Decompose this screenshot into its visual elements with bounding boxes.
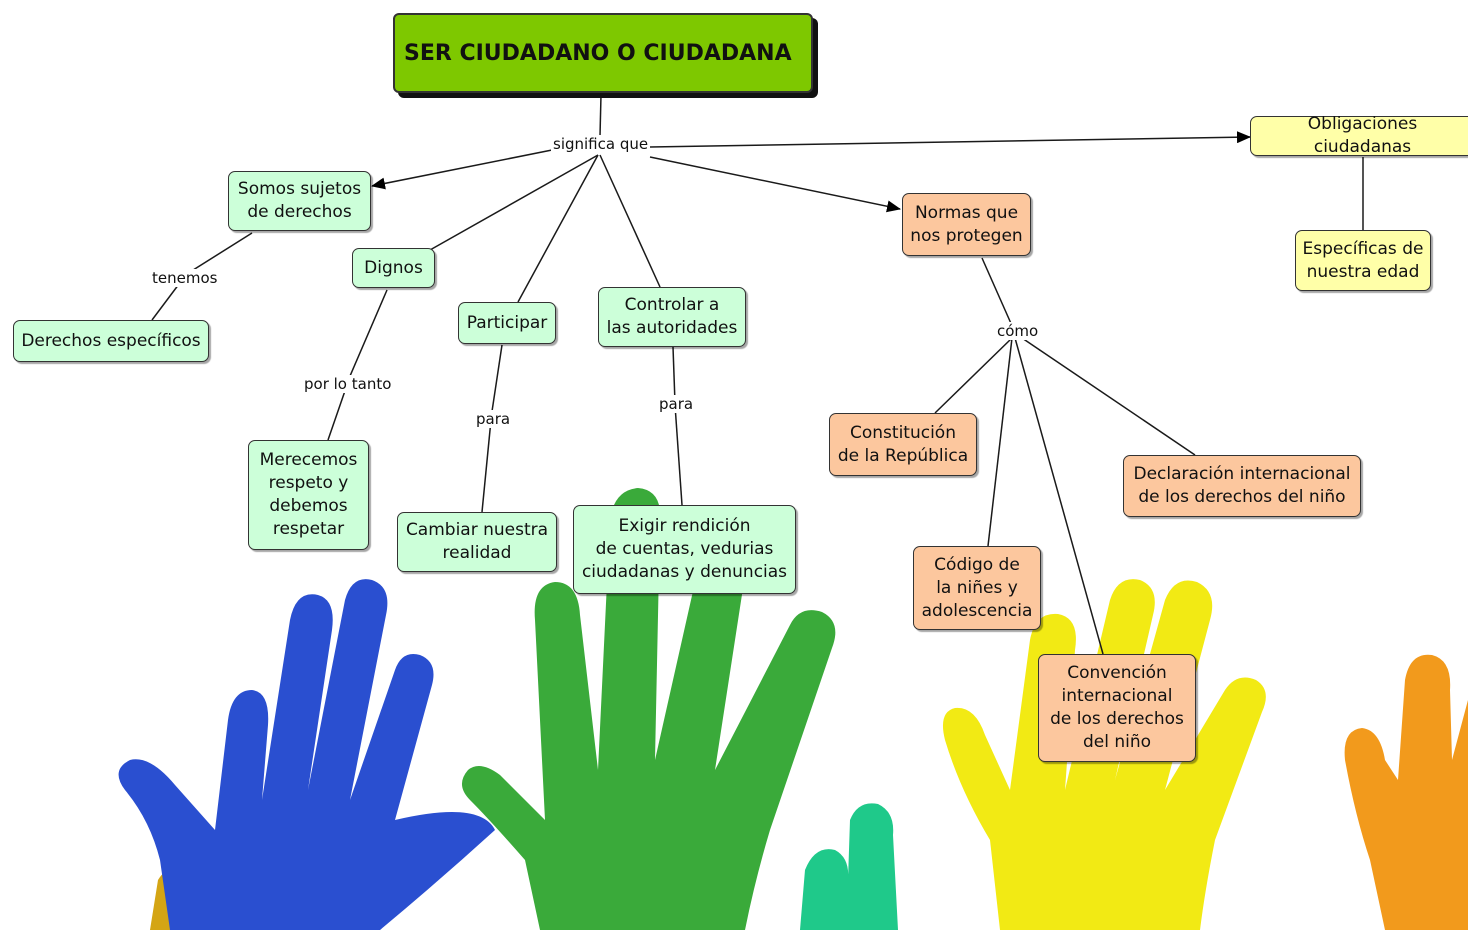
node-obligaciones[interactable]: Obligaciones ciudadanas xyxy=(1250,114,1468,157)
green-hand xyxy=(461,488,836,930)
node-controlar-autoridades[interactable]: Controlar a las autoridades xyxy=(598,287,746,347)
node-codigo[interactable]: Código de la niñes y adolescencia xyxy=(913,546,1041,630)
title-node[interactable]: SER CIUDADANO O CIUDADANA xyxy=(393,13,813,93)
link-label-para: para xyxy=(474,410,513,428)
node-somos-sujetos[interactable]: Somos sujetos de derechos xyxy=(228,171,371,231)
node-merecemos[interactable]: Merecemos respeto y debemos respetar xyxy=(248,440,369,550)
link-label-para: para xyxy=(657,395,696,413)
node-normas[interactable]: Normas que nos protegen xyxy=(902,193,1031,256)
link-label-significa-que: significa que xyxy=(551,135,651,153)
node-constitucion[interactable]: Constitución de la República xyxy=(829,413,977,476)
node-cambiar-realidad[interactable]: Cambiar nuestra realidad xyxy=(397,512,557,572)
node-participar[interactable]: Participar xyxy=(458,302,556,344)
node-exigir-rendicion[interactable]: Exigir rendición de cuentas, vedurias ci… xyxy=(573,505,796,594)
node-dignos[interactable]: Dignos xyxy=(352,248,435,288)
link-label-como: cómo xyxy=(995,322,1041,340)
link-label-por-lo-tanto: por lo tanto xyxy=(302,375,394,393)
node-especificas-edad[interactable]: Específicas de nuestra edad xyxy=(1295,230,1431,291)
node-convencion[interactable]: Convención internacional de los derechos… xyxy=(1038,654,1196,762)
orange-hand xyxy=(1344,654,1468,930)
node-declaracion[interactable]: Declaración internacional de los derecho… xyxy=(1123,455,1361,517)
link-label-tenemos: tenemos xyxy=(150,269,220,287)
teal-hand xyxy=(800,803,898,930)
blue-hand xyxy=(118,579,496,930)
node-derechos-especificos[interactable]: Derechos específicos xyxy=(13,320,209,362)
